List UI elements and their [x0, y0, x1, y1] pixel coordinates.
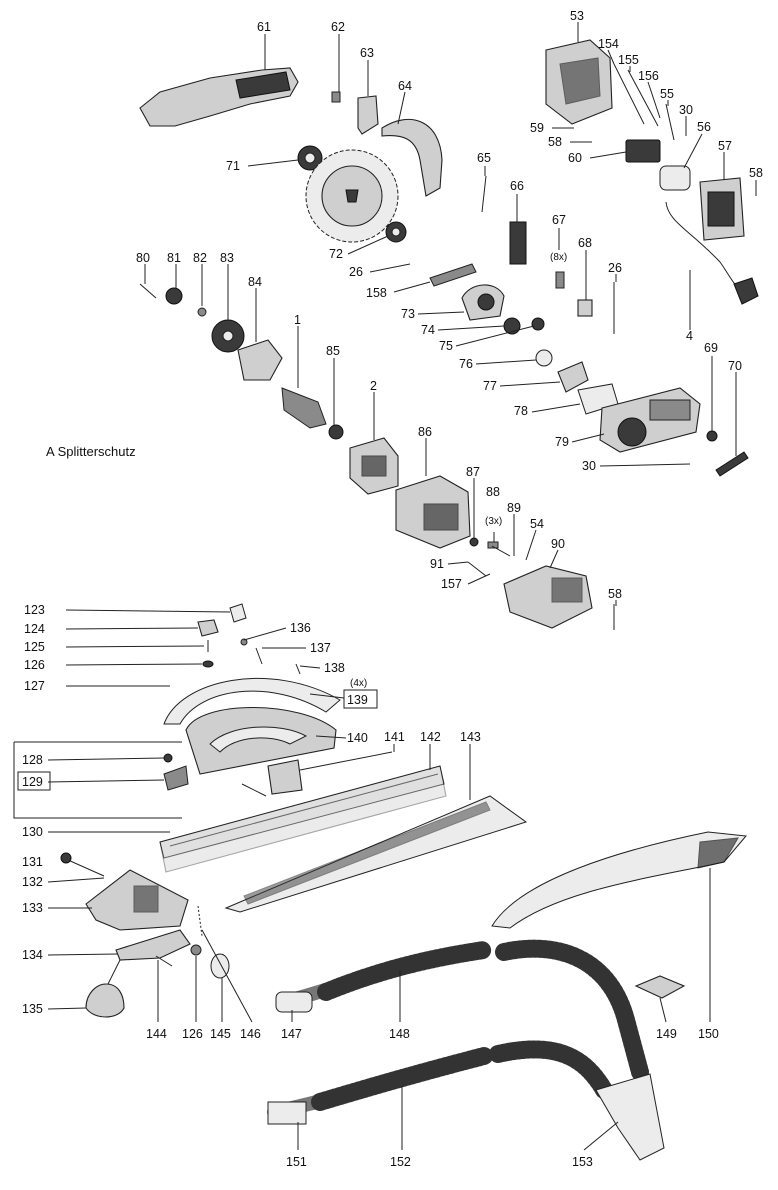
label-89: 89	[507, 501, 521, 515]
label-66: 66	[510, 179, 524, 193]
label-84: 84	[248, 275, 262, 289]
label-128: 128	[22, 753, 43, 767]
label-4: 4	[686, 329, 693, 343]
label-144: 144	[146, 1027, 167, 1041]
label-156: 156	[638, 69, 659, 83]
label-56: 56	[697, 120, 711, 134]
label-69: 69	[704, 341, 718, 355]
label-140: 140	[347, 731, 368, 745]
label-149: 149	[656, 1027, 677, 1041]
label-30: 30	[582, 459, 596, 473]
label-124: 124	[24, 622, 45, 636]
label-57: 57	[718, 139, 732, 153]
qty-note-88: (3x)	[485, 516, 502, 527]
label-142: 142	[420, 730, 441, 744]
label-60: 60	[568, 151, 582, 165]
label-58: 58	[548, 135, 562, 149]
label-154: 154	[598, 37, 619, 51]
label-123: 123	[24, 603, 45, 617]
label-90: 90	[551, 537, 565, 551]
label-150: 150	[698, 1027, 719, 1041]
label-26: 26	[608, 261, 622, 275]
label-78: 78	[514, 404, 528, 418]
label-129: 129	[22, 775, 43, 789]
label-71: 71	[226, 159, 240, 173]
label-131: 131	[22, 855, 43, 869]
label-83: 83	[220, 251, 234, 265]
label-127: 127	[24, 679, 45, 693]
label-77: 77	[483, 379, 497, 393]
label-67: 67	[552, 213, 566, 227]
label-137: 137	[310, 641, 331, 655]
part-shapes	[60, 39, 759, 1161]
label-82: 82	[193, 251, 207, 265]
label-74: 74	[421, 323, 435, 337]
label-130: 130	[22, 825, 43, 839]
label-55: 55	[660, 87, 674, 101]
label-158: 158	[366, 286, 387, 300]
label-86: 86	[418, 425, 432, 439]
label-126: 126	[182, 1027, 203, 1041]
label-139: 139	[347, 693, 368, 707]
label-126: 126	[24, 658, 45, 672]
label-143: 143	[460, 730, 481, 744]
label-135: 135	[22, 1002, 43, 1016]
label-box-139	[343, 689, 378, 709]
label-85: 85	[326, 344, 340, 358]
label-133: 133	[22, 901, 43, 915]
label-73: 73	[401, 307, 415, 321]
label-153: 153	[572, 1155, 593, 1169]
label-62: 62	[331, 20, 345, 34]
part-labels: 61 62 63 64 53 154 155 156 55 30 59 58 6…	[22, 9, 763, 1169]
label-76: 76	[459, 357, 473, 371]
label-53: 53	[570, 9, 584, 23]
label-64: 64	[398, 79, 412, 93]
leader-lines	[13, 22, 757, 1151]
label-30: 30	[679, 103, 693, 117]
label-75: 75	[439, 339, 453, 353]
label-58: 58	[749, 166, 763, 180]
label-88: 88	[486, 485, 500, 499]
qty-note-67: (8x)	[550, 252, 567, 263]
label-138: 138	[324, 661, 345, 675]
label-58: 58	[608, 587, 622, 601]
label-132: 132	[22, 875, 43, 889]
label-146: 146	[240, 1027, 261, 1041]
label-72: 72	[329, 247, 343, 261]
label-151: 151	[286, 1155, 307, 1169]
qty-note-138: (4x)	[350, 678, 367, 689]
label-54: 54	[530, 517, 544, 531]
label-68: 68	[578, 236, 592, 250]
label-65: 65	[477, 151, 491, 165]
label-147: 147	[281, 1027, 302, 1041]
label-134: 134	[22, 948, 43, 962]
label-141: 141	[384, 730, 405, 744]
label-152: 152	[390, 1155, 411, 1169]
label-125: 125	[24, 640, 45, 654]
label-155: 155	[618, 53, 639, 67]
label-136: 136	[290, 621, 311, 635]
label-26: 26	[349, 265, 363, 279]
label-87: 87	[466, 465, 480, 479]
caption-splitterschutz: A Splitterschutz	[46, 444, 136, 459]
label-2: 2	[370, 379, 377, 393]
label-148: 148	[389, 1027, 410, 1041]
label-91: 91	[430, 557, 444, 571]
label-81: 81	[167, 251, 181, 265]
label-63: 63	[360, 46, 374, 60]
label-box-129	[17, 771, 51, 791]
label-59: 59	[530, 121, 544, 135]
label-145: 145	[210, 1027, 231, 1041]
label-79: 79	[555, 435, 569, 449]
label-61: 61	[257, 20, 271, 34]
label-70: 70	[728, 359, 742, 373]
label-80: 80	[136, 251, 150, 265]
label-157: 157	[441, 577, 462, 591]
label-1: 1	[294, 313, 301, 327]
